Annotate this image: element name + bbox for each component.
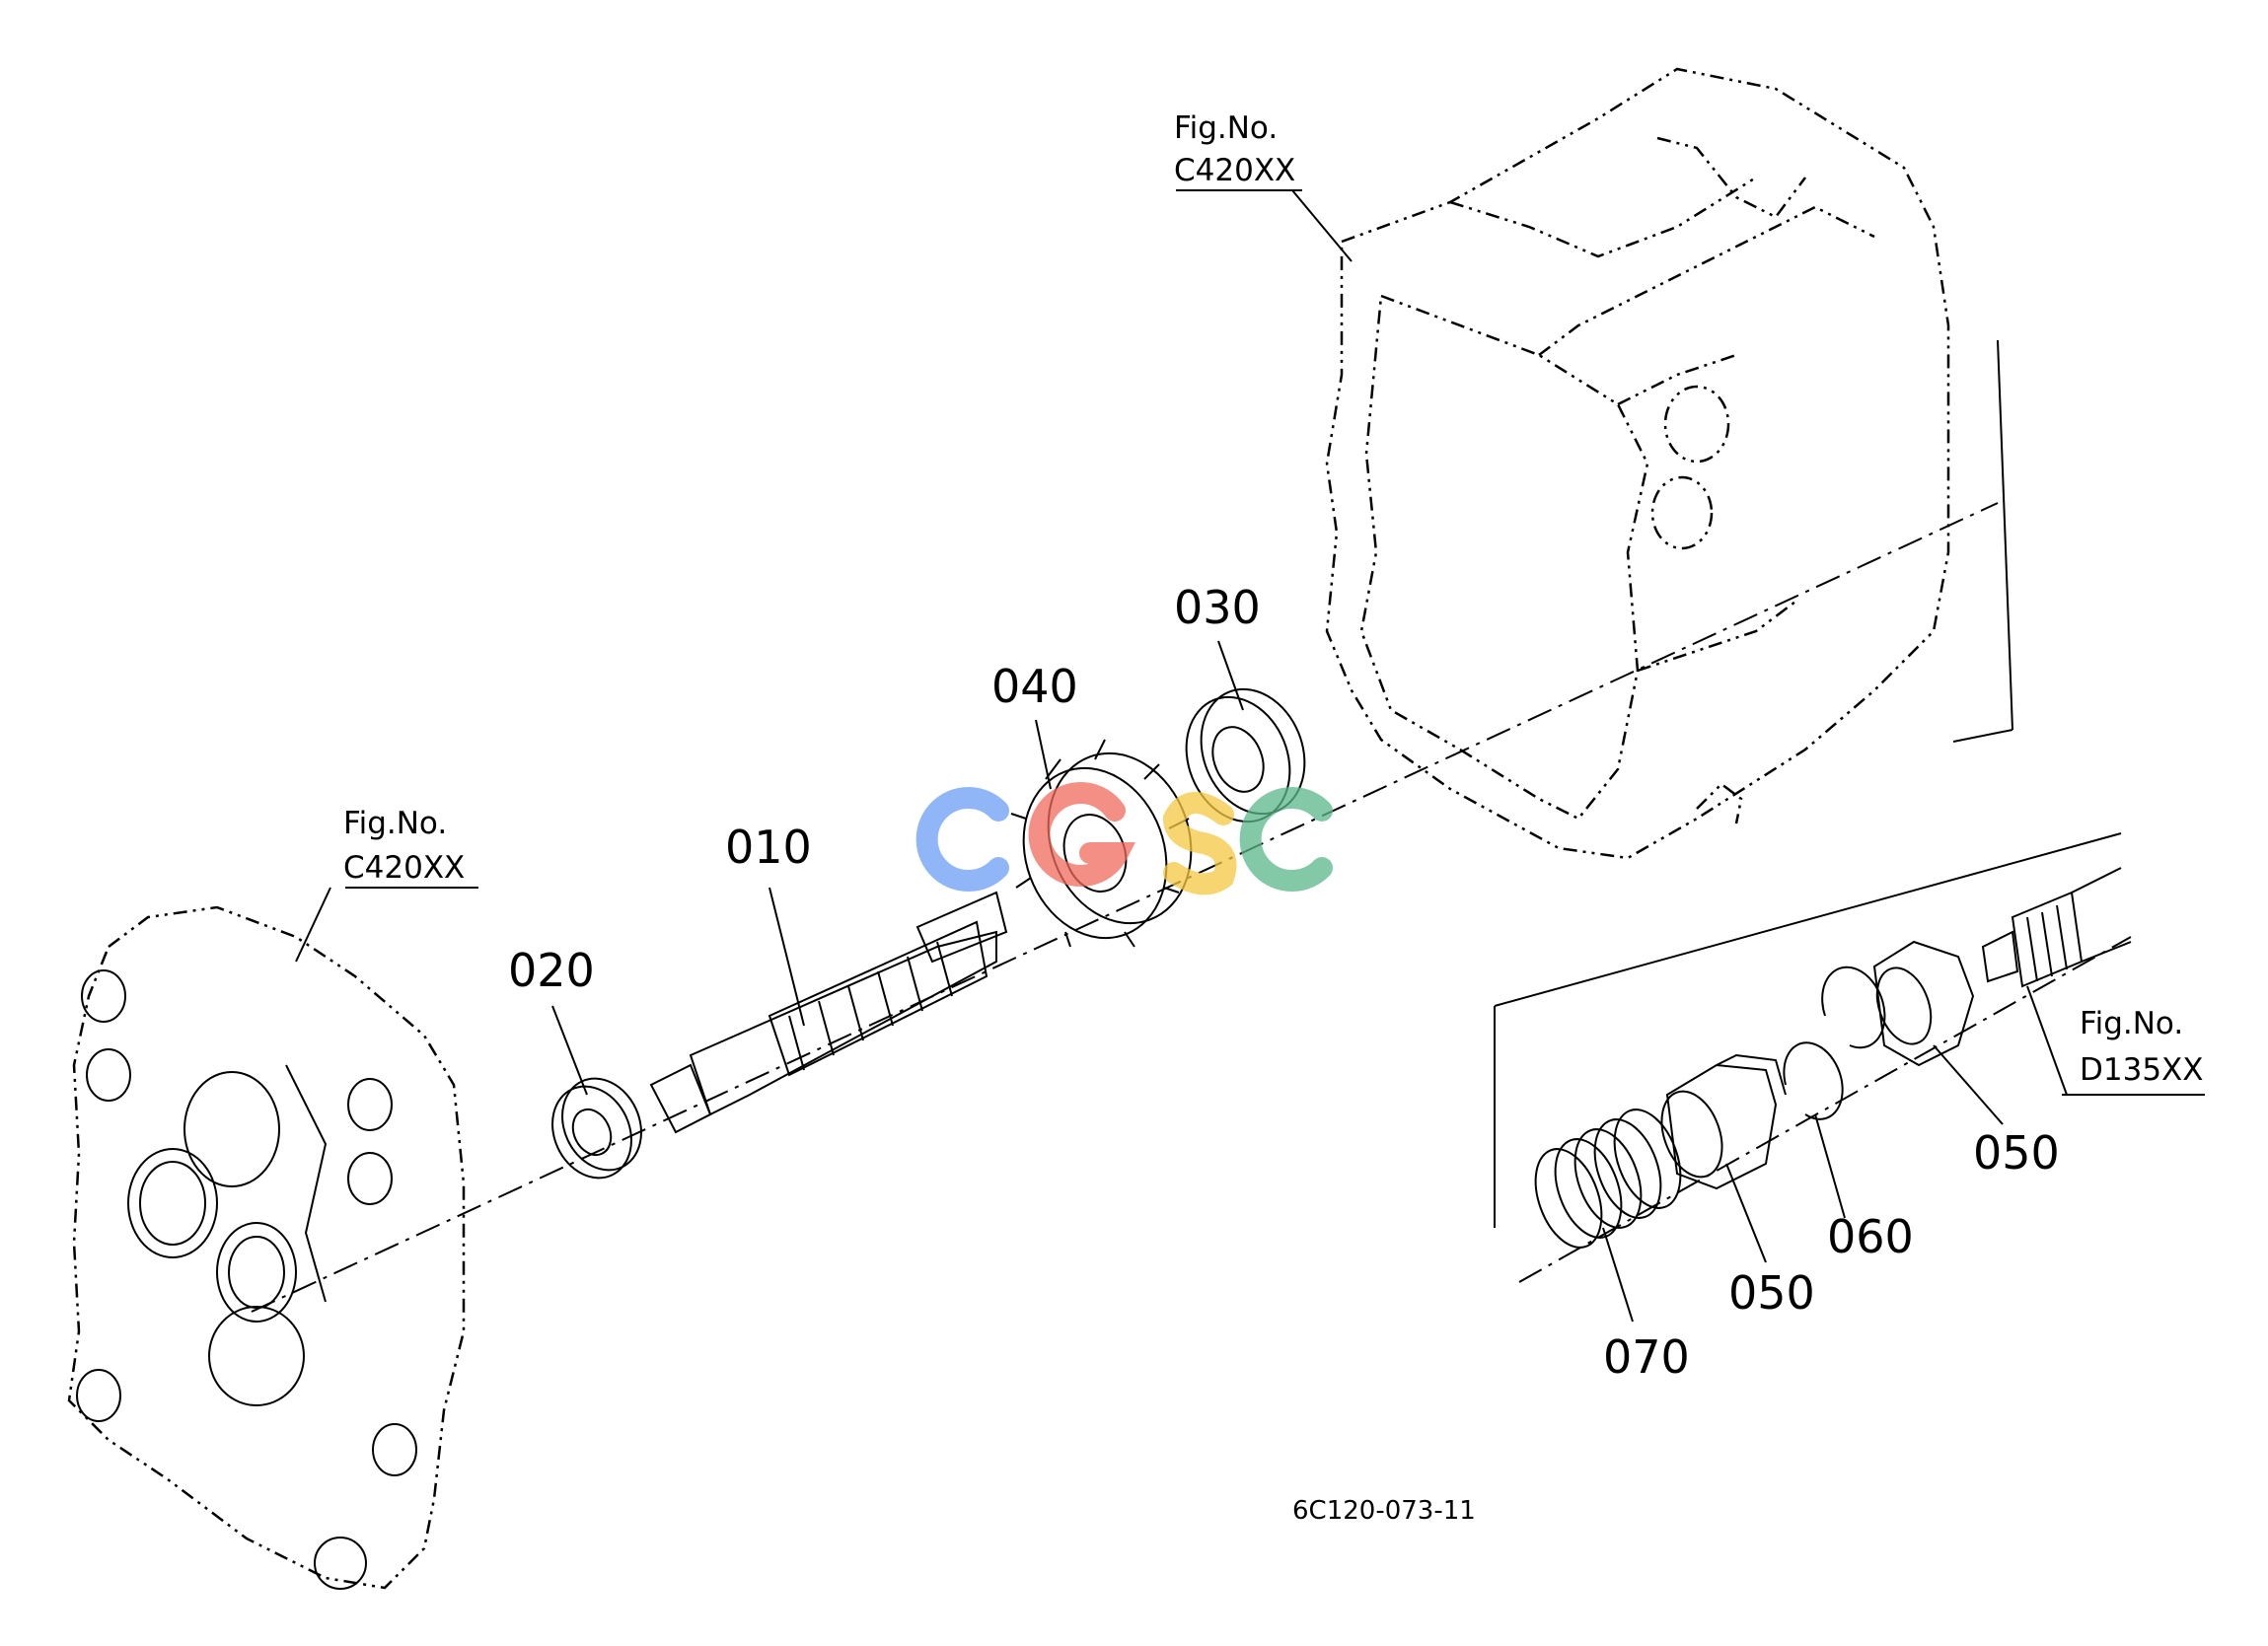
bearing-020-drawing	[551, 1077, 642, 1180]
part-label-040: 040	[991, 660, 1078, 713]
figref-right-code: D135XX	[2080, 1052, 2204, 1088]
figref-left-label: Fig.No.	[343, 806, 447, 841]
circlip-060-drawing	[1783, 966, 1886, 1120]
figref-left-code: C420XX	[343, 850, 465, 886]
leader-lines	[295, 189, 2205, 1323]
shifter-050-upper-drawing	[1872, 940, 1975, 1067]
part-label-030: 030	[1174, 581, 1261, 634]
watermark-logo	[915, 782, 1333, 895]
center-axis-line-lower	[1518, 936, 2132, 1283]
transmission-case-drawing	[1325, 67, 1950, 860]
output-sleeve-drawing	[1981, 867, 2132, 988]
subassembly-frame	[1494, 339, 2122, 1228]
part-label-050-upper: 050	[1973, 1126, 2060, 1180]
center-axis-line	[251, 502, 1999, 1313]
spring-070-drawing	[1534, 1109, 1682, 1249]
part-label-070: 070	[1603, 1330, 1690, 1384]
front-housing-drawing	[67, 905, 466, 1590]
part-label-010: 010	[725, 821, 812, 874]
part-label-060: 060	[1827, 1210, 1914, 1263]
shifter-050-lower-drawing	[1660, 1053, 1787, 1190]
part-label-020: 020	[508, 944, 595, 997]
part-label-050-lower: 050	[1728, 1266, 1815, 1320]
figref-top-code: C420XX	[1174, 153, 1295, 188]
figref-right-label: Fig.No.	[2080, 1006, 2183, 1041]
diagram-id: 6C120-073-11	[1292, 1496, 1476, 1526]
shaft-010-drawing	[649, 891, 1008, 1134]
figref-top-label: Fig.No.	[1174, 110, 1278, 146]
